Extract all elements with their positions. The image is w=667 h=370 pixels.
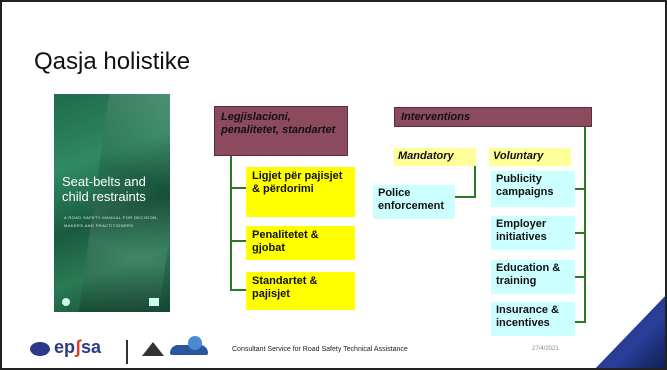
mandatory-connector-line bbox=[474, 166, 476, 198]
voluntary-branch-line bbox=[575, 321, 586, 323]
voluntary-branch-line bbox=[575, 188, 586, 190]
employer-initiatives-box: Employer initiatives bbox=[491, 216, 575, 250]
globe-logo-icon bbox=[188, 336, 202, 350]
tree-branch-line bbox=[230, 187, 246, 189]
slide-title: Qasja holistike bbox=[34, 48, 191, 75]
book-cover-image: Seat-belts and child restraints A ROAD S… bbox=[54, 94, 170, 312]
epsa-logo-text-b: sa bbox=[81, 337, 102, 357]
footer-text: Consultant Service for Road Safety Techn… bbox=[232, 346, 408, 353]
who-logo-icon bbox=[62, 298, 70, 306]
voluntary-branch-line bbox=[575, 232, 586, 234]
insurance-incentives-box: Insurance & incentives bbox=[491, 302, 575, 336]
penalties-box: Penalitetet & gjobat bbox=[246, 226, 355, 260]
voluntary-connector-line bbox=[584, 127, 586, 323]
voluntary-branch-line bbox=[575, 276, 586, 278]
legislation-header-box: Legjislacioni, penalitetet, standartet bbox=[214, 106, 348, 156]
footer-date: 27/4/2021 bbox=[532, 346, 559, 352]
laws-box: Ligjet për pajisjet & përdorimi bbox=[246, 167, 355, 217]
police-enforcement-box: Police enforcement bbox=[373, 185, 455, 219]
eu-logo-icon bbox=[30, 342, 50, 356]
footer-separator bbox=[126, 340, 128, 364]
publisher-logo-icon bbox=[149, 298, 159, 306]
book-subtitle: A ROAD SAFETY MANUAL FOR DECISION-MAKERS… bbox=[64, 215, 159, 228]
education-training-box: Education & training bbox=[491, 260, 575, 294]
mandatory-label: Mandatory bbox=[394, 148, 476, 166]
mandatory-branch-line bbox=[455, 196, 476, 198]
tree-branch-line bbox=[230, 289, 246, 291]
voluntary-label: Voluntary bbox=[489, 148, 571, 166]
epsa-logo-text-a: ep bbox=[54, 337, 76, 357]
publicity-campaigns-box: Publicity campaigns bbox=[491, 171, 575, 207]
road-logo-icon bbox=[142, 342, 164, 356]
standards-box: Standartet & pajisjet bbox=[246, 272, 355, 310]
interventions-header-box: Interventions bbox=[394, 107, 592, 127]
book-title: Seat-belts and child restraints bbox=[62, 174, 146, 204]
corner-decoration bbox=[592, 292, 665, 368]
epsa-logo-accent: ʃ bbox=[75, 337, 82, 357]
tree-connector-line bbox=[230, 156, 232, 291]
epsa-logo: epʃsa bbox=[54, 337, 101, 358]
partner-logo-icon bbox=[170, 345, 208, 355]
tree-branch-line bbox=[230, 240, 246, 242]
